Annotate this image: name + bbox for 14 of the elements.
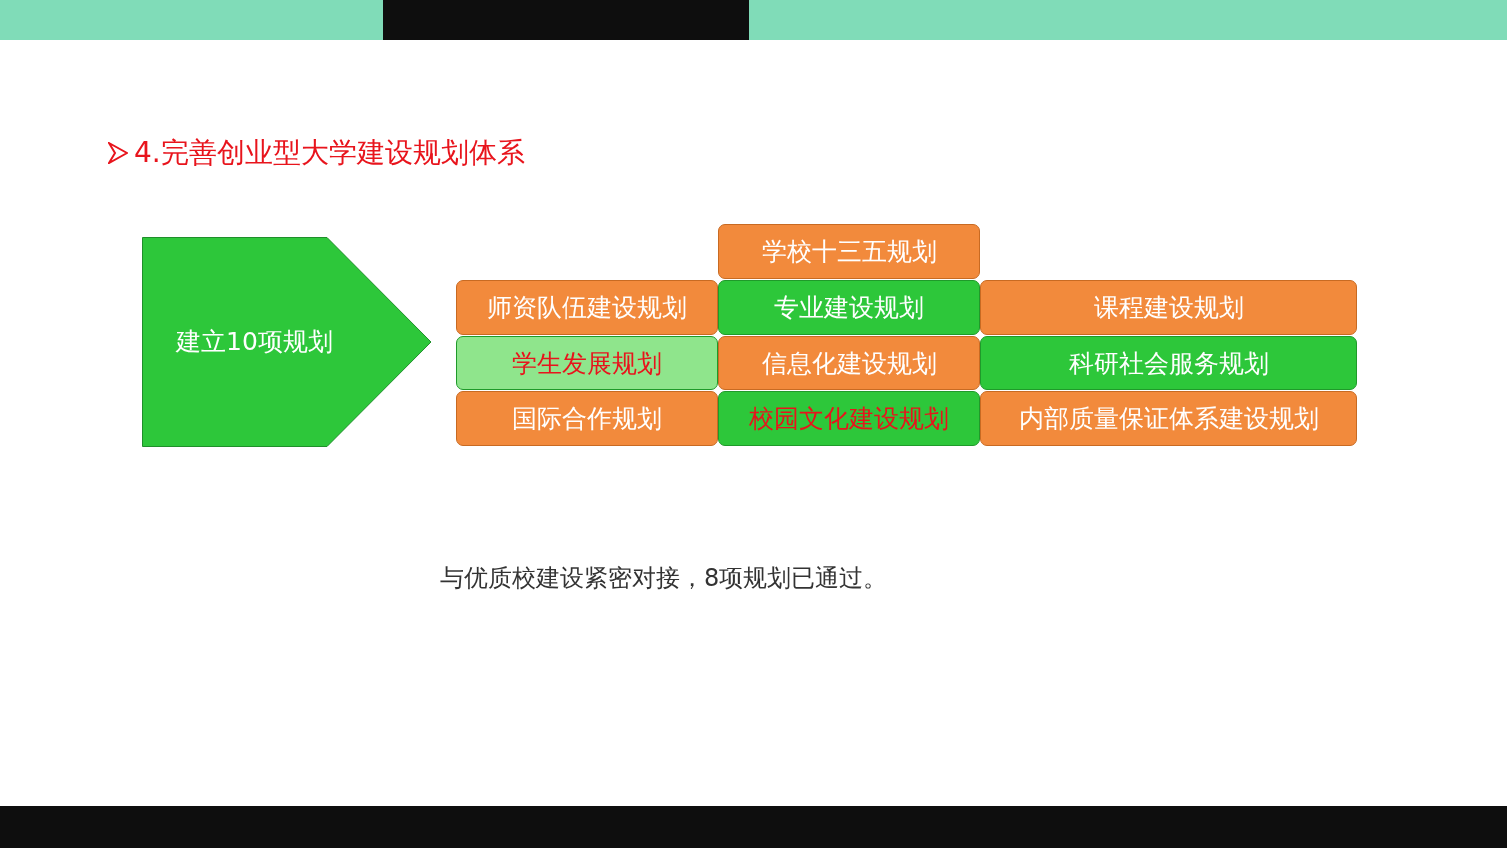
note-text: 与优质校建设紧密对接，8项规划已通过。 (440, 563, 888, 594)
plan-box: 国际合作规划 (456, 391, 718, 446)
plan-box: 校园文化建设规划 (718, 391, 980, 446)
node-text: 建立10项规划 (176, 326, 333, 358)
plan-box: 学生发展规划 (456, 336, 718, 390)
plan-box: 师资队伍建设规划 (456, 280, 718, 335)
plan-box: 科研社会服务规划 (980, 336, 1357, 390)
title: 4.完善创业型大学建设规划体系 (134, 135, 525, 171)
plan-box: 内部质量保证体系建设规划 (980, 391, 1357, 446)
plan-box: 专业建设规划 (718, 280, 980, 335)
plan-box: 学校十三五规划 (718, 224, 980, 279)
pentagon-arrow (142, 237, 432, 447)
plan-box: 信息化建设规划 (718, 336, 980, 390)
plan-box: 课程建设规划 (980, 280, 1357, 335)
